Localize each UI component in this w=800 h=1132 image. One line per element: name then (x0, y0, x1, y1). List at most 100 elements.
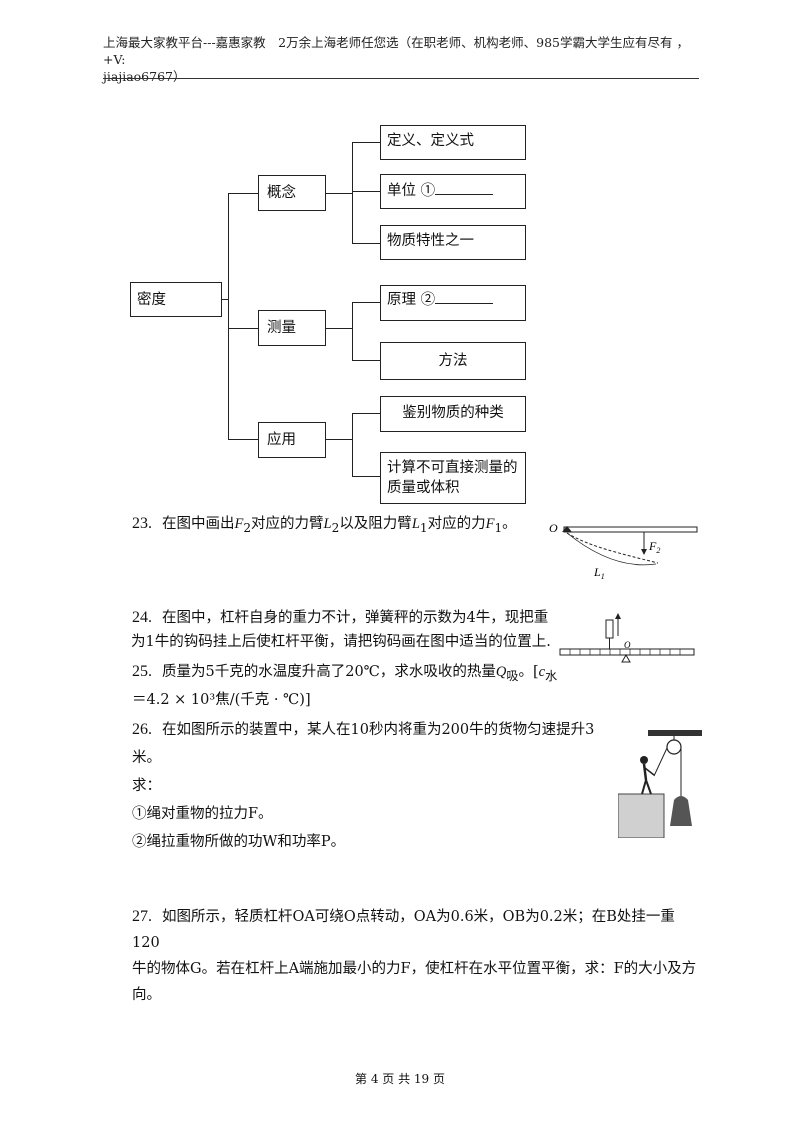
force-f2-label: F2 (648, 539, 660, 555)
connector (228, 439, 258, 440)
leaf-label: 鉴别物质的种类 (402, 405, 504, 421)
weight-bell-icon (670, 796, 692, 826)
leaf-box: 鉴别物质的种类 (380, 396, 526, 432)
branch-label: 测量 (267, 320, 296, 336)
person-leg-icon (641, 779, 647, 795)
connector (352, 142, 380, 143)
question-text: 质量为5千克的水温度升高了20℃，求水吸收的热量 (162, 664, 496, 680)
leaf-box: 计算不可直接测量的质量或体积 (380, 452, 526, 504)
page-footer: 第 4 页 共 19 页 (355, 1072, 445, 1086)
branch-label: 概念 (267, 185, 296, 201)
header-divider (103, 78, 699, 79)
pulley-figure-26 (618, 730, 702, 838)
rope-left (653, 747, 668, 777)
root-box: 密度 (130, 282, 222, 317)
leaf-box: 单位 ① (380, 174, 526, 209)
connector (352, 413, 380, 414)
question-line: ②绳拉重物所做的功W和功率P。 (132, 834, 346, 850)
question-line: ①绳对重物的拉力F。 (132, 806, 273, 822)
question-text: 以及阻力臂 (339, 516, 412, 532)
connector (228, 193, 258, 194)
branch-box-apply: 应用 (258, 422, 326, 458)
question-text: 。[ (518, 664, 539, 680)
point-o-label: O (624, 640, 631, 650)
question-24: 24. 在图中，杠杆自身的重力不计，弹簧秤的示数为4牛，现把重 为1牛的钩码挂上后… (131, 606, 552, 654)
arm-l1-dashed (566, 532, 659, 564)
leaf-box: 原理 ② (380, 285, 526, 321)
lever-bar (559, 648, 695, 656)
question-line: 米。 (132, 750, 161, 766)
question-number: 24. (132, 609, 152, 626)
question-23: 23.在图中画出F2对应的力臂L2以及阻力臂L1对应的力F1。 (132, 515, 517, 535)
question-line: 牛的物体G。若在杠杆上A端施加最小的力F，使杠杆在水平位置平衡，求：F的大小及方 (132, 961, 697, 977)
lever-figure-24: O (559, 613, 695, 663)
connector (326, 193, 353, 194)
leaf-label: 计算不可直接测量的质量或体积 (387, 460, 518, 496)
arm-l1-curve (566, 532, 657, 566)
branch-label: 应用 (267, 432, 296, 448)
connector (352, 302, 353, 361)
leaf-label: 定义、定义式 (387, 133, 474, 149)
connector (352, 360, 380, 361)
leaf-box: 方法 (380, 342, 526, 380)
question-number: 27. (132, 908, 152, 925)
leaf-label: 单位 ① (387, 183, 436, 199)
header-line-2: jiajiao6767） (103, 69, 186, 84)
question-26: 26.在如图所示的装置中，某人在10秒内将重为200牛的货物匀速提升3 米。 求… (132, 716, 602, 856)
arrow-up-icon (615, 613, 621, 619)
connector (352, 476, 380, 477)
header-line-1: 上海最大家教平台---嘉惠家教 2万余上海老师任您选（在职老师、机构老师、985… (103, 35, 689, 67)
question-text: 在图中画出 (162, 516, 235, 532)
lever-bar (563, 526, 698, 533)
question-line: 25.质量为5千克的水温度升高了20℃，求水吸收的热量Q吸。[c水 (132, 663, 558, 683)
connector (326, 439, 353, 440)
question-line: 为1牛的钩码挂上后使杠杆平衡，请把钩码画在图中适当的位置上. (131, 634, 551, 650)
question-27: 27.如图所示，轻质杠杆OA可绕O点转动，OA为0.6米，OB为0.2米；在B处… (132, 904, 702, 1008)
branch-box-measure: 测量 (258, 310, 326, 346)
branch-box-concept: 概念 (258, 175, 326, 211)
question-text: 如图所示，轻质杠杆OA可绕O点转动，OA为0.6米，OB为0.2米；在B处挂一重… (132, 909, 675, 951)
leaf-label: 物质特性之一 (387, 233, 474, 249)
spring-scale-icon (605, 619, 614, 639)
connector (352, 142, 353, 244)
person-head-icon (640, 756, 648, 764)
connector (352, 302, 380, 303)
pulley-wheel-icon (666, 739, 682, 755)
point-o-label: O (549, 521, 558, 535)
question-line: 24. 在图中，杠杆自身的重力不计，弹簧秤的示数为4牛，现把重 (132, 606, 552, 630)
connector (222, 299, 228, 300)
connector (326, 328, 353, 329)
person-arm-icon (644, 767, 655, 776)
leaf-label: 原理 ② (387, 292, 436, 308)
blank-line (435, 289, 494, 304)
leaf-box: 物质特性之一 (380, 225, 526, 260)
question-number: 25. (132, 663, 152, 680)
question-number: 23. (132, 515, 152, 532)
connector (228, 328, 258, 329)
pivot-icon (621, 653, 631, 663)
connector (352, 191, 380, 192)
lever-figure-23: O F2 L1 (549, 521, 698, 580)
question-line: ＝4.2 × 10³焦/(千克 · ℃)] (132, 691, 311, 708)
ceiling-beam (648, 730, 702, 736)
question-line: 27.如图所示，轻质杠杆OA可绕O点转动，OA为0.6米，OB为0.2米；在B处… (132, 904, 702, 956)
question-line: 26.在如图所示的装置中，某人在10秒内将重为200牛的货物匀速提升3 (132, 716, 602, 744)
connector (352, 243, 380, 244)
question-text: 对应的力 (427, 516, 486, 532)
person-body-icon (642, 763, 648, 781)
question-25: 25.质量为5千克的水温度升高了20℃，求水吸收的热量Q吸。[c水 ＝4.2 ×… (132, 660, 572, 712)
question-text: 。 (502, 516, 517, 532)
pivot-icon (562, 526, 572, 532)
question-text: 在图中，杠杆自身的重力不计，弹簧秤的示数为4牛，现把重 (162, 610, 549, 626)
question-line: 向。 (132, 987, 161, 1003)
arrow-head-icon (641, 549, 647, 555)
blank-line (435, 180, 494, 195)
person-leg-icon (645, 779, 652, 795)
leaf-box: 定义、定义式 (380, 125, 526, 160)
connector (228, 193, 229, 440)
arm-l1-label: L1 (593, 565, 605, 580)
question-line: 求： (132, 778, 161, 794)
question-text: 对应的力臂 (251, 516, 324, 532)
lever-tick-marks (569, 649, 681, 655)
page-header: 上海最大家教平台---嘉惠家教 2万余上海老师任您选（在职老师、机构老师、985… (103, 34, 703, 85)
